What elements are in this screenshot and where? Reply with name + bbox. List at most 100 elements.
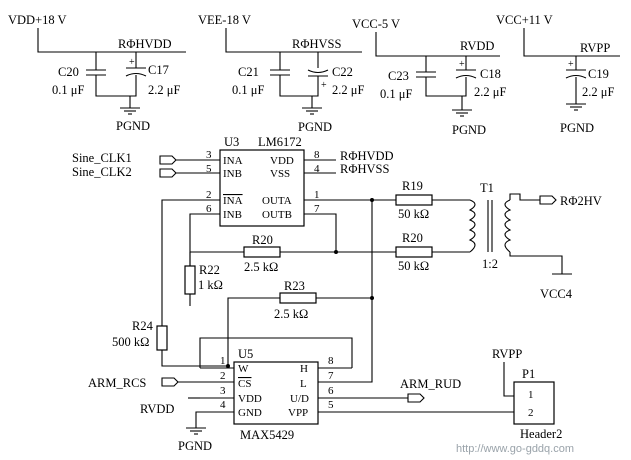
u3-pin-vdd: VDD [270,155,294,167]
res-r20b-ref: R20 [402,231,423,245]
u5-pinnum-3: 3 [220,385,226,397]
u5-max5429: U5 W CS VDD GND H L U/D VPP 1 2 3 4 8 7 … [199,337,514,442]
pgnd-label-5: PGND [178,439,212,453]
p1-part: Header2 [520,427,562,441]
svg-text:+: + [459,59,465,70]
pgnd-label-1: PGND [116,119,150,133]
u5-pinnum-4: 4 [220,399,226,411]
p1-ref: P1 [522,367,535,381]
rail-vdd-label: VDD+18 V [8,13,67,27]
header-p1: RVPP P1 1 2 Header2 [492,347,562,441]
t1-ref: T1 [480,181,494,195]
net-vcc4: VCC4 [540,287,573,301]
u5-pin-cs: CS [238,378,251,390]
cap-c19-ref: C19 [588,67,609,81]
u5-pinnum-2: 2 [220,370,226,382]
net-arm-rud: ARM_RUD [400,377,461,391]
net-rvdd-u5: RVDD [140,402,174,416]
u5-pin-h: H [300,363,308,375]
net-rhvdd-top: RΦHVDD [118,37,172,51]
cap-c18-value: 2.2 μF [474,85,506,99]
u5-pin-vdd: VDD [238,393,262,405]
net-rhvss-u3: RΦHVSS [340,162,389,176]
net-rhvss-top: RΦHVSS [292,37,341,51]
net-rhvdd-u3: RΦHVDD [340,149,394,163]
pgnd-label-2: PGND [298,120,332,134]
u3-pinnum-8: 8 [314,149,320,161]
net-rphi2hv: RΦ2HV [560,194,602,208]
u3-pinnum-4: 4 [314,163,320,175]
u3-pin-inb-2: INB [223,209,242,221]
u5-pinnum-1: 1 [220,355,226,367]
rail-vcc5-label: VCC-5 V [352,17,400,31]
u5-pin-l: L [300,378,307,390]
cap-c21-ref: C21 [238,65,259,79]
p1-pin1: 1 [528,389,534,401]
res-r22-value: 1 kΩ [198,278,223,292]
u3-pinnum-5: 5 [206,163,212,175]
u5-pin-ud: U/D [290,393,309,405]
cap-c17-ref: C17 [148,63,169,77]
net-sine-clk1: Sine_CLK1 [72,151,132,165]
res-r20b-value: 50 kΩ [398,259,429,273]
feedback-network: R22 1 kΩ R20 2.5 kΩ R19 50 kΩ R20 50 kΩ … [112,179,470,383]
u3-pinnum-1: 1 [314,189,320,201]
decoupling-vee: VEE-18 V RΦHVSS C21 0.1 μF + C22 2.2 μF … [198,13,364,134]
res-r23-value: 2.5 kΩ [274,307,308,321]
u3-pin-outa: OUTA [262,195,292,207]
net-rvpp-p1: RVPP [492,347,522,361]
res-r19-ref: R19 [402,179,423,193]
cap-c18-ref: C18 [480,67,501,81]
u3-pinnum-6: 6 [206,203,212,215]
net-sine-clk2: Sine_CLK2 [72,165,132,179]
net-arm-rcs: ARM_RCS [88,376,146,390]
u5-pinnum-7: 7 [328,370,334,382]
u5-pinnum-5: 5 [328,399,334,411]
u3-pin-ina-1: INA [223,155,243,167]
cap-c23-ref: C23 [388,69,409,83]
u5-part: MAX5429 [240,428,294,442]
u3-pin-ina-2: INA [223,195,243,207]
u3-pinnum-7: 7 [314,203,320,215]
transformer-t1: T1 1:2 RΦ2HV VCC4 [468,181,602,301]
rail-vee-label: VEE-18 V [198,13,251,27]
u5-pin-vpp: VPP [288,407,308,419]
res-r23-ref: R23 [284,279,305,293]
res-r24-value: 500 kΩ [112,335,149,349]
cap-c20-value: 0.1 μF [52,83,84,97]
p1-pin2: 2 [528,407,534,419]
watermark-url: http://www.go-gddq.com [456,443,574,455]
svg-text:+: + [568,59,574,70]
u3-part: LM6172 [258,135,302,149]
net-rvpp-top: RVPP [580,41,610,55]
t1-ratio: 1:2 [482,257,498,271]
u3-pin-outb: OUTB [262,209,292,221]
res-r22-ref: R22 [199,263,220,277]
u5-pin-w: W [238,363,249,375]
u3-pinnum-3: 3 [206,149,212,161]
pgnd-label-3: PGND [452,123,486,137]
cap-c22-value: 2.2 μF [332,83,364,97]
decoupling-vdd: VDD+18 V RΦHVDD C20 0.1 μF + C17 2.2 μF … [8,13,186,133]
cap-c20-ref: C20 [58,65,79,79]
u3-pin-vss: VSS [270,168,290,180]
pgnd-label-4: PGND [560,121,594,135]
u5-connections: ARM_RCS RVDD PGND ARM_RUD [88,376,461,453]
res-r20a-ref: R20 [252,233,273,247]
u5-pinnum-6: 6 [328,385,334,397]
u3-lm6172: U3 LM6172 INA INB INA INB 3 5 2 6 VDD VS… [200,135,394,227]
sine-clock-inputs: Sine_CLK1 Sine_CLK2 [72,151,200,179]
cap-c23-value: 0.1 μF [380,87,412,101]
cap-c22-ref: C22 [332,65,353,79]
cap-c21-value: 0.1 μF [232,83,264,97]
net-rvdd-top: RVDD [460,39,494,53]
svg-text:+: + [321,80,327,91]
cap-c17-value: 2.2 μF [148,83,180,97]
decoupling-vcc11: VCC+11 V RVPP + C19 2.2 μF PGND [496,13,620,135]
cap-c19-value: 2.2 μF [582,85,614,99]
svg-text:+: + [129,57,135,68]
u5-ref: U5 [238,347,253,361]
res-r19-value: 50 kΩ [398,207,429,221]
rail-vcc11-label: VCC+11 V [496,13,553,27]
